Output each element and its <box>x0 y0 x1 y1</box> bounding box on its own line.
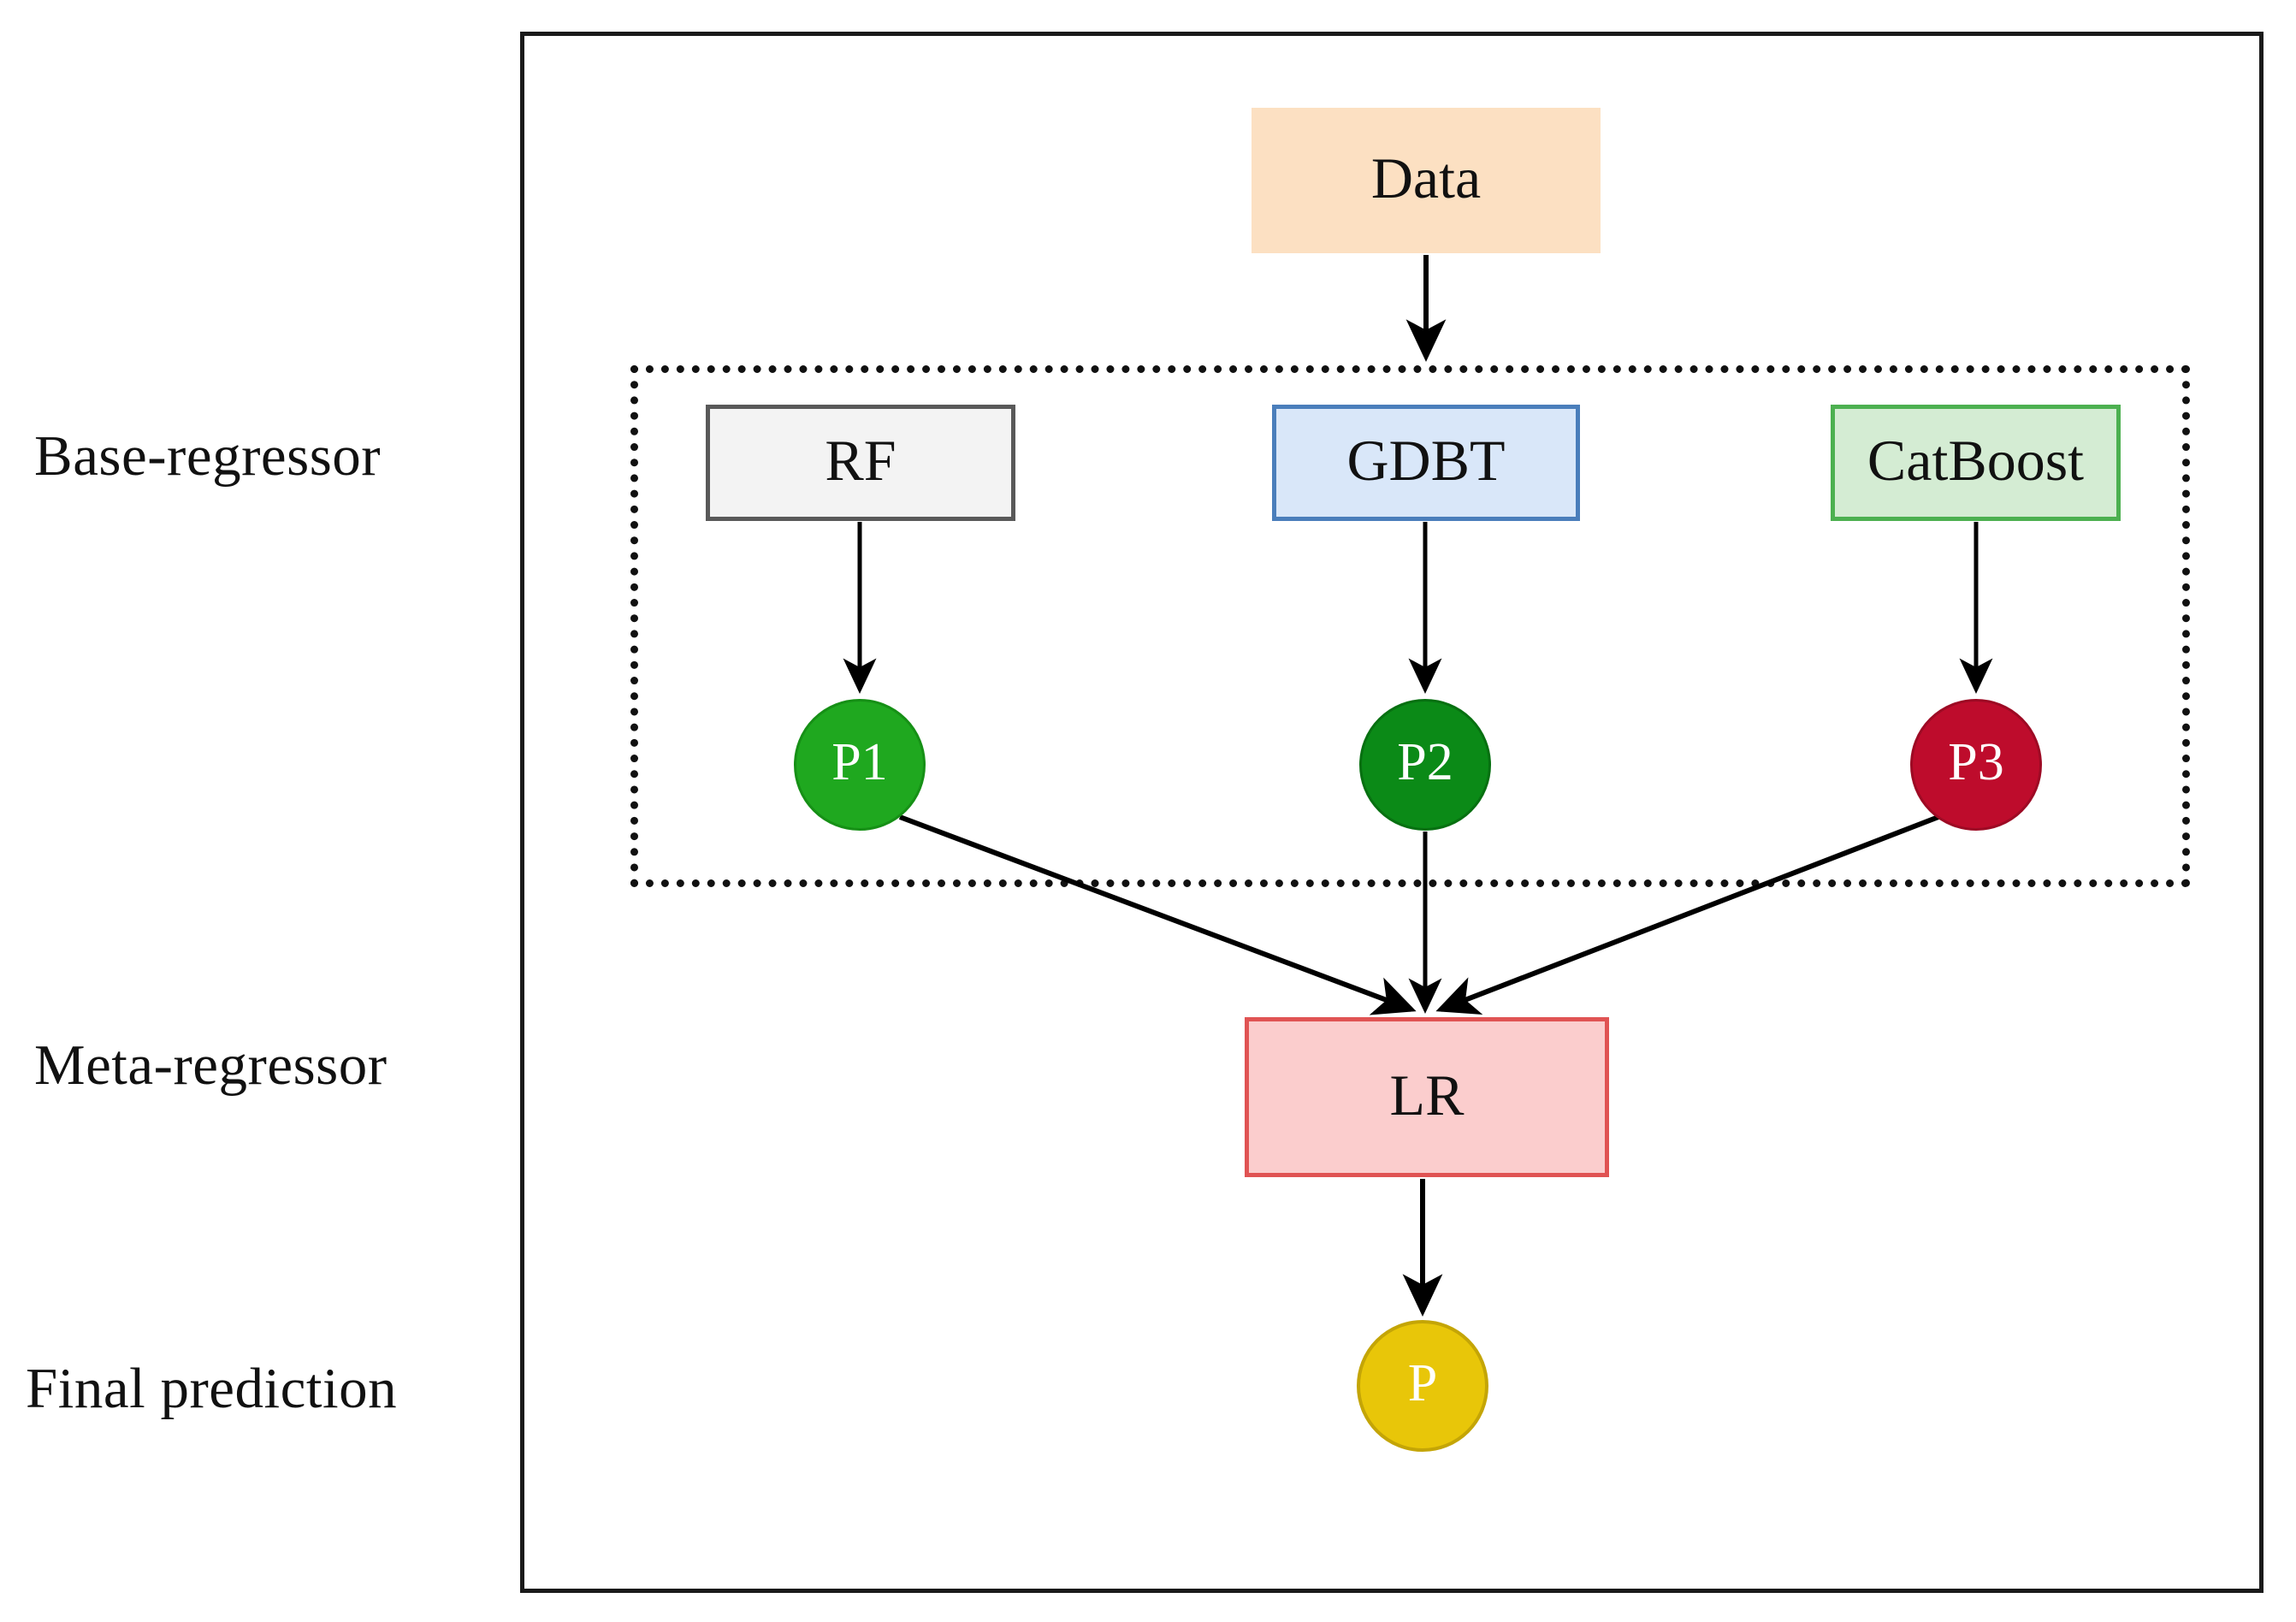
node-p1-label: P1 <box>831 733 888 791</box>
node-data-label: Data <box>1370 145 1482 210</box>
node-catboost[interactable]: CatBoost <box>1831 405 2121 521</box>
node-gdbt-label: GDBT <box>1346 428 1506 493</box>
node-lr-label: LR <box>1389 1062 1465 1128</box>
node-p-label: P <box>1407 1354 1438 1412</box>
row-label-final-prediction: Final prediction <box>26 1357 398 1420</box>
node-p2[interactable]: P2 <box>1359 699 1491 831</box>
node-gdbt[interactable]: GDBT <box>1272 405 1580 521</box>
outer-frame <box>520 32 2263 1593</box>
node-catboost-label: CatBoost <box>1867 428 2085 493</box>
node-rf[interactable]: RF <box>706 405 1015 521</box>
node-data[interactable]: Data <box>1252 108 1601 253</box>
node-p3[interactable]: P3 <box>1910 699 2042 831</box>
node-p2-label: P2 <box>1397 733 1453 791</box>
node-p[interactable]: P <box>1357 1320 1488 1452</box>
node-p3-label: P3 <box>1948 733 2004 791</box>
node-p1[interactable]: P1 <box>794 699 926 831</box>
row-label-meta-regressor: Meta-regressor <box>34 1033 388 1097</box>
node-lr[interactable]: LR <box>1245 1017 1609 1177</box>
row-label-base-regressor: Base-regressor <box>34 424 382 488</box>
node-rf-label: RF <box>825 428 897 493</box>
